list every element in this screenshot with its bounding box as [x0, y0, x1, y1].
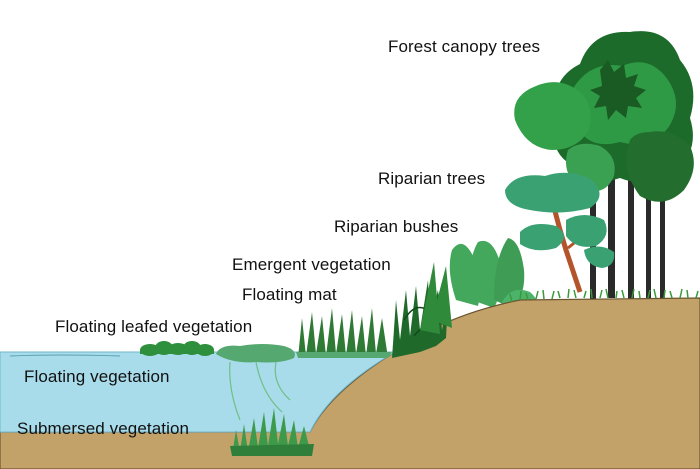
bank-grass — [509, 288, 699, 303]
label-forest-canopy-trees: Forest canopy trees — [388, 37, 541, 56]
riparian-trees — [505, 172, 615, 293]
label-submersed-vegetation: Submersed vegetation — [17, 419, 190, 438]
label-floating-vegetation: Floating vegetation — [24, 367, 170, 386]
label-emergent-vegetation: Emergent vegetation — [232, 255, 391, 274]
emergent-vegetation — [296, 308, 392, 358]
floating-vegetation-surface — [9, 354, 121, 357]
bank-emergent-plants — [392, 262, 452, 358]
label-floating-mat: Floating mat — [242, 285, 337, 304]
submersed-vegetation — [230, 408, 314, 456]
floating-mat — [216, 344, 295, 421]
label-floating-leafed-vegetation: Floating leafed vegetation — [55, 317, 253, 336]
forest-canopy-trees — [514, 31, 694, 300]
floating-leafed-vegetation — [140, 341, 214, 356]
label-riparian-trees: Riparian trees — [378, 169, 486, 188]
label-riparian-bushes: Riparian bushes — [334, 217, 459, 236]
